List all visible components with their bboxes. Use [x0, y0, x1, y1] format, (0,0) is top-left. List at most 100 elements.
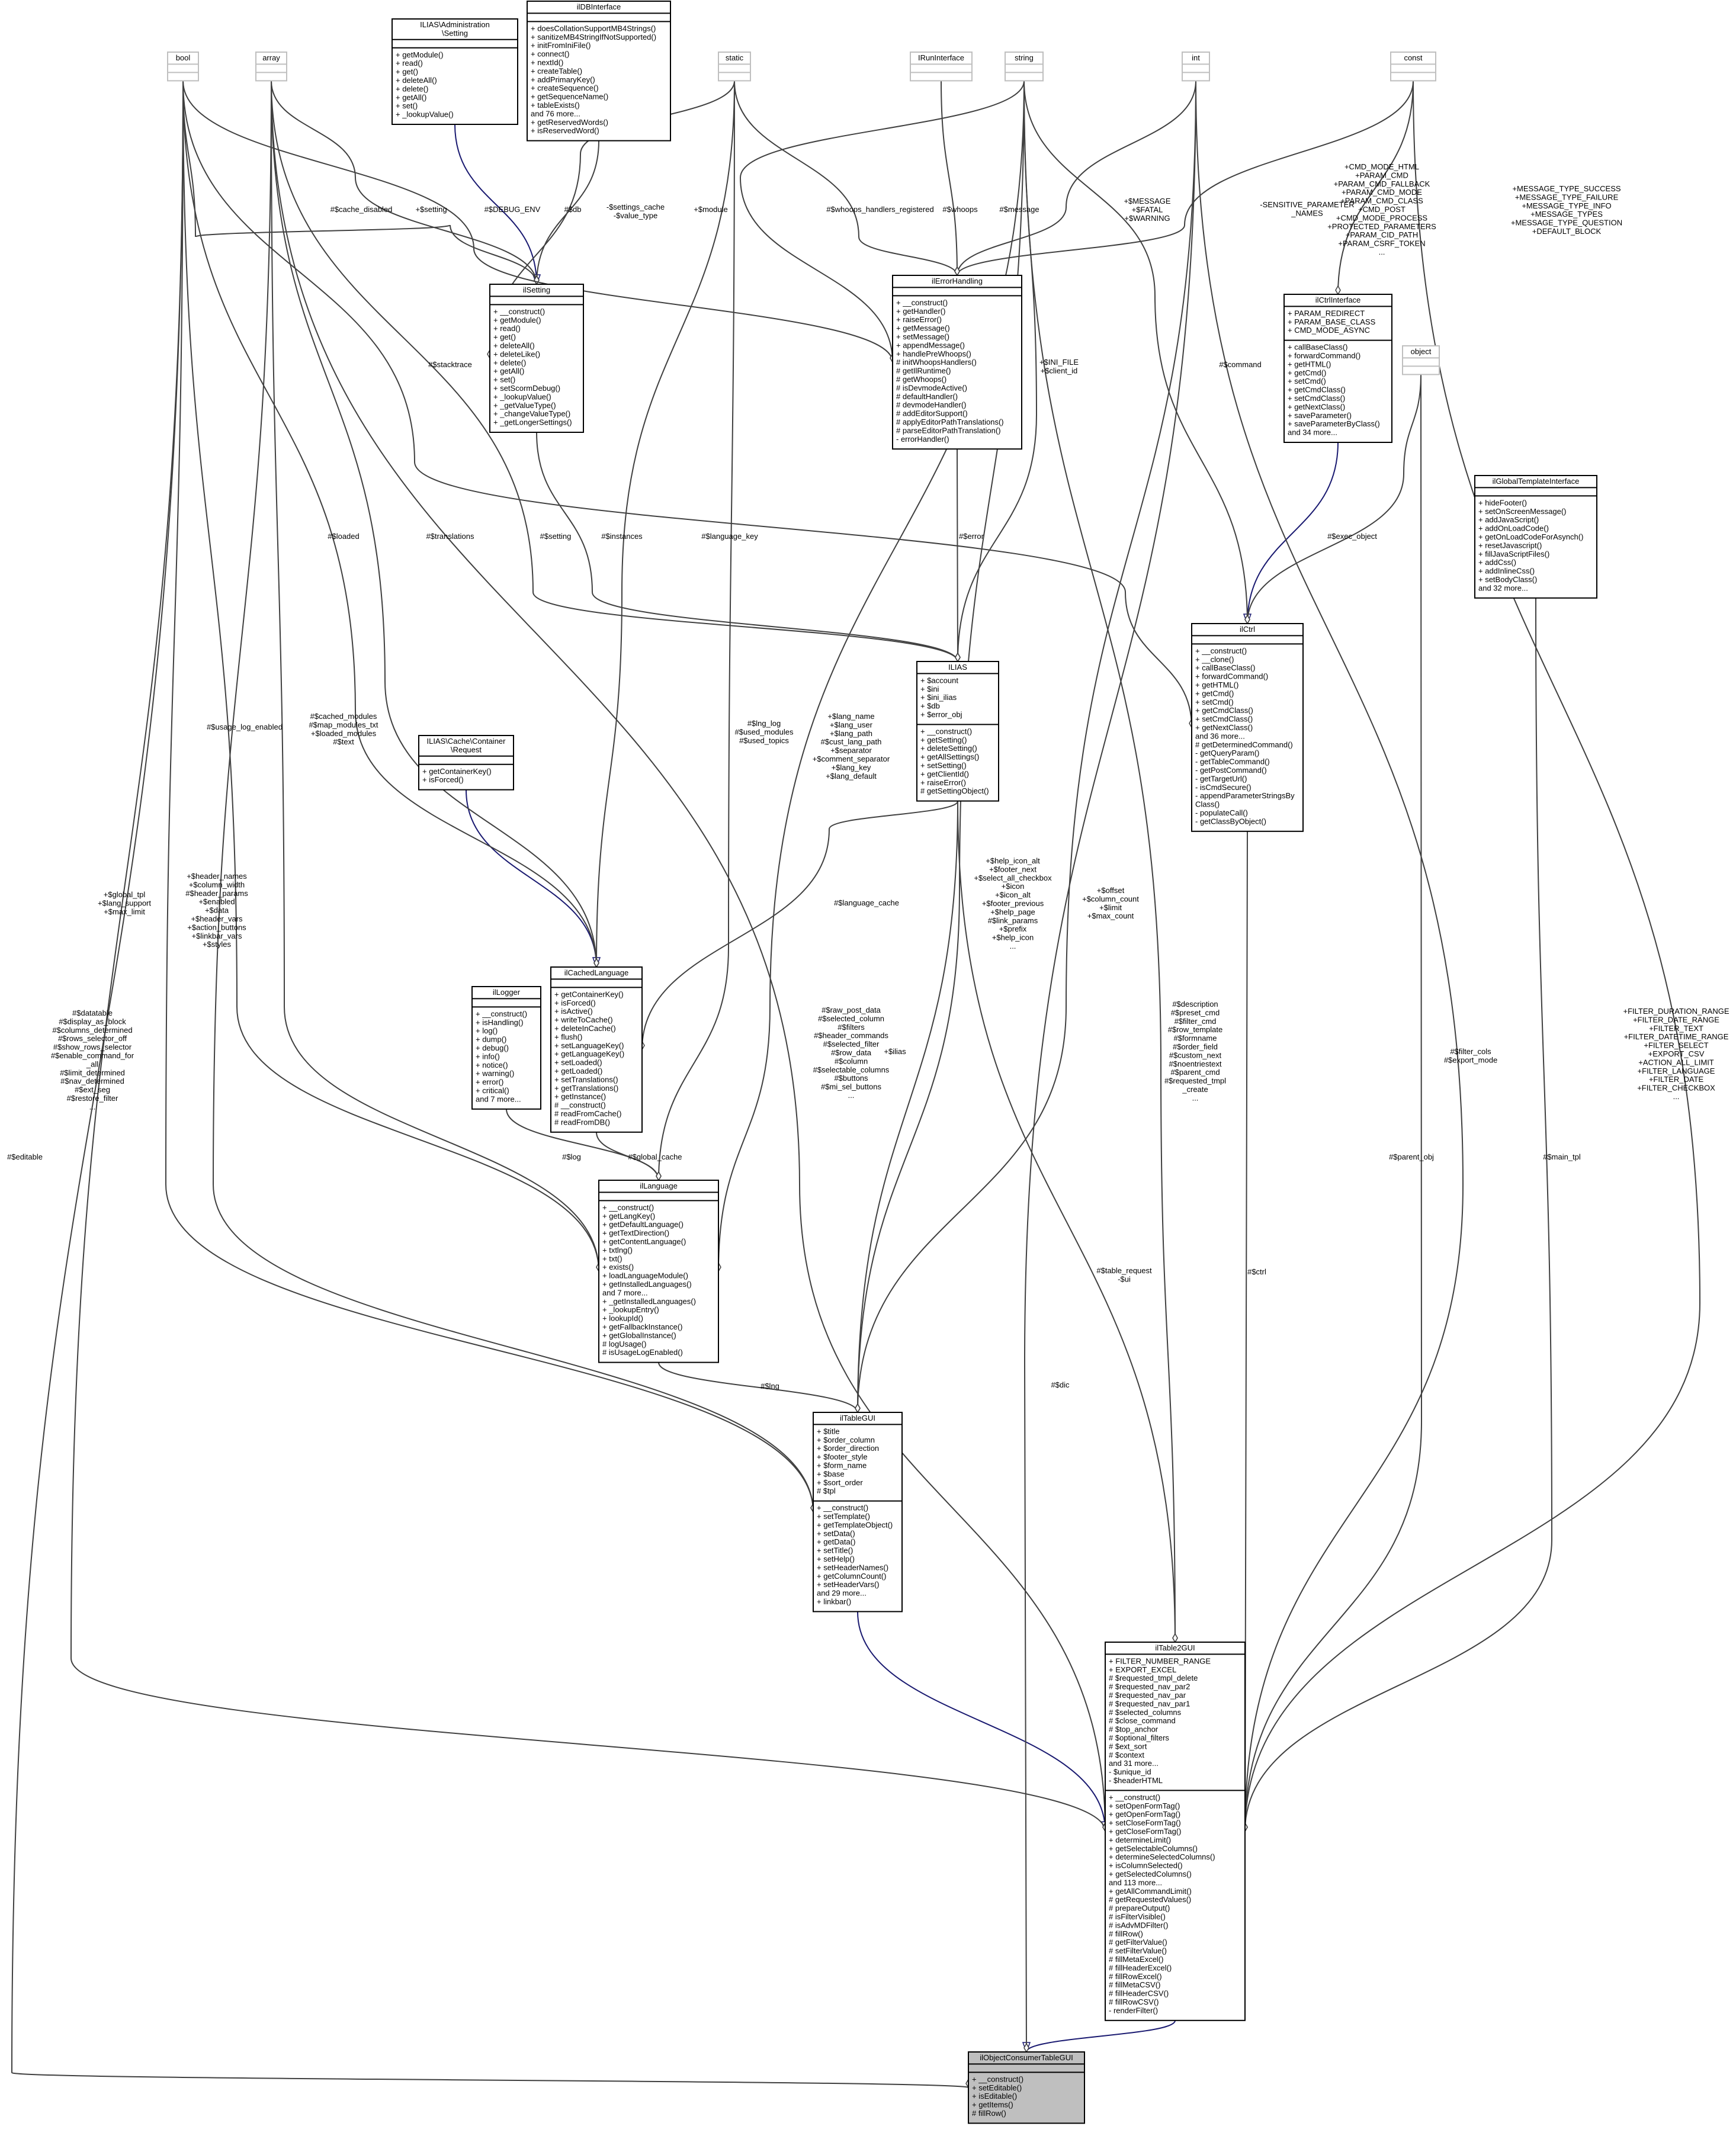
association-edge [957, 449, 958, 661]
class-method: + isHandling() [476, 1018, 524, 1027]
class-node-setting_iface[interactable]: ILIAS\Administration\Setting+ getModule(… [392, 18, 518, 125]
edge-label-line: #$raw_post_data [822, 1006, 881, 1014]
class-node-int[interactable]: int [1182, 52, 1210, 82]
class-node-bool[interactable]: bool [167, 52, 199, 82]
class-node-static[interactable]: static [718, 52, 751, 82]
class-method: + getHandler() [896, 307, 945, 316]
class-node-ildb[interactable]: ilDBInterface+ doesCollationSupportMB4St… [527, 1, 671, 142]
class-method: + setBodyClass() [1478, 575, 1537, 584]
edge-label-line: #$header_params [185, 889, 248, 898]
class-node-consumer[interactable]: ilObjectConsumerTableGUI+ __construct()+… [968, 2051, 1085, 2124]
class-node-illanguage[interactable]: ilLanguage+ __construct()+ getLangKey()+… [598, 1180, 719, 1363]
edge-label-line: +$footer_previous [982, 899, 1044, 908]
edge-label-line: #$preset_cmd [1171, 1008, 1220, 1017]
edge-label-line: +$offset [1097, 886, 1125, 895]
edge-label-line: +ACTION_ALL_LIMIT [1638, 1058, 1714, 1067]
class-method: - getClassByObject() [1195, 817, 1266, 826]
edge-label-line: +$lang_name [827, 712, 874, 721]
class-method: + addJavaScript() [1478, 515, 1539, 524]
class-node-ilerror[interactable]: ilErrorHandling+ __construct()+ getHandl… [892, 275, 1022, 450]
class-method: # applyEditorPathTranslations() [896, 417, 1004, 426]
edge-label-line: ... [1379, 248, 1385, 256]
edge-label-line: #$stacktrace [428, 360, 472, 369]
class-method: + getSelectableColumns() [1109, 1844, 1198, 1853]
edge-label-line: #$map_modules_txt [309, 720, 378, 729]
class-node-ilcachedlang[interactable]: ilCachedLanguage+ getContainerKey()+ isF… [550, 966, 643, 1133]
class-node-ilctrl[interactable]: ilCtrl+ __construct()+ __clone()+ callBa… [1191, 623, 1304, 832]
edge-label-line: #$dic [1051, 1380, 1070, 1389]
edge-label-line: -$settings_cache [607, 203, 665, 211]
edge-label-l-raw-post: #$raw_post_data#$selected_column#$filter… [813, 1006, 890, 1100]
class-attribute: and 31 more... [1109, 1759, 1159, 1768]
edge-label-line: #$global_cache [628, 1152, 682, 1161]
class-method: + callBaseClass() [1195, 663, 1256, 672]
class-attribute: + $footer_style [817, 1453, 868, 1462]
class-node-object[interactable]: object [1402, 345, 1440, 375]
class-method: - appendParameterStringsBy [1195, 791, 1295, 800]
association-edge [596, 81, 735, 967]
class-method: + __construct() [817, 1504, 868, 1512]
association-edge [1025, 81, 1196, 2052]
class-title: const [1404, 53, 1422, 62]
class-method: + __construct() [920, 727, 972, 736]
edge-label-l-help-icon: +$help_icon_alt+$footer_next+$select_all… [974, 856, 1052, 950]
class-node-iltablegui[interactable]: ilTableGUI+ $title+ $order_column+ $orde… [813, 1412, 903, 1613]
edge-label-line: #$message [999, 205, 1039, 214]
class-method: + setCloseFormTag() [1109, 1819, 1181, 1828]
edge-label-line: +FILTER_DATE [1649, 1075, 1704, 1084]
class-attribute: # $requested_nav_par2 [1109, 1682, 1190, 1691]
class-title: ilSetting [523, 285, 550, 294]
class-method: # getRequestedValues() [1109, 1895, 1191, 1904]
class-method: # fillRow() [972, 2109, 1006, 2118]
edge-label-line: +MESSAGE_TYPE_SUCCESS [1512, 184, 1621, 193]
class-node-const[interactable]: const [1390, 52, 1436, 82]
class-attribute: + $ini_ilias [920, 693, 957, 702]
class-method: + info() [476, 1052, 500, 1061]
class-box [527, 1, 671, 142]
class-node-array[interactable]: array [255, 52, 287, 82]
class-node-ilctrliface[interactable]: ilCtrlInterface+ PARAM_REDIRECT+ PARAM_B… [1283, 294, 1392, 443]
edge-label-line: +CMD_MODE_PROCESS [1336, 213, 1428, 222]
edge-label-l-global-cache: #$global_cache [628, 1152, 682, 1161]
class-node-string[interactable]: string [1005, 52, 1044, 82]
edge-label-line: +$ilias [884, 1047, 906, 1056]
edge-label-line: #$instances [601, 532, 643, 541]
edge-label-line: #$ext_seg [75, 1085, 110, 1094]
edge-label-l-dic: #$dic [1051, 1380, 1070, 1389]
edge-label-line: #$selectable_columns [813, 1065, 890, 1074]
edge-label-line: +$enabled [198, 897, 235, 906]
class-node-ilgtpl[interactable]: ilGlobalTemplateInterface+ hideFooter()+… [1474, 475, 1597, 599]
class-method: + _lookupValue() [493, 392, 551, 401]
class-attribute: - $headerHTML [1109, 1776, 1163, 1785]
association-edge [1245, 831, 1248, 1832]
class-attribute: # $context [1109, 1751, 1144, 1759]
class-node-ilsetting[interactable]: ilSetting+ __construct()+ getModule()+ r… [489, 284, 584, 433]
edge-label-l-lng: #$lng [760, 1382, 779, 1390]
edge-label-line: #$noentriestext [1169, 1059, 1222, 1068]
class-method: + getFallbackInstance() [602, 1322, 682, 1331]
edge-label-line: #$lng_log [747, 719, 781, 728]
class-method: + saveParameter() [1288, 411, 1352, 420]
class-node-request[interactable]: ILIAS\Cache\Container\Request+ getContai… [418, 735, 514, 791]
edge-label-line: +MESSAGE_TYPE_QUESTION [1511, 219, 1622, 227]
edge-label-line: #$exec_object [1327, 532, 1377, 541]
class-method: + tableExists() [531, 101, 580, 110]
edge-label-line: #$loaded [328, 532, 360, 541]
class-method: - getTargetUrl() [1195, 774, 1247, 783]
class-method: # fillMetaCSV() [1109, 1980, 1160, 1989]
association-edge [739, 81, 1025, 362]
class-node-ilias[interactable]: ILIAS+ $account+ $ini+ $ini_ilias+ $db+ … [916, 661, 999, 802]
edge-label-line: +$max_limit [104, 907, 145, 916]
class-method: + fillJavaScriptFiles() [1478, 550, 1549, 558]
class-node-irun[interactable]: IRunInterface [910, 52, 973, 82]
edge-label-line: #$selected_column [818, 1014, 884, 1023]
class-node-iltable2gui[interactable]: ilTable2GUI+ FILTER_NUMBER_RANGE+ EXPORT… [1105, 1642, 1246, 2021]
class-node-illogger[interactable]: ilLogger+ __construct()+ isHandling()+ l… [471, 986, 541, 1110]
class-title: ilDBInterface [577, 2, 621, 11]
class-method: + _getInstalledLanguages() [602, 1297, 696, 1306]
edge-label-line: +$loaded_modules [311, 729, 377, 738]
edge-label-line: +$max_count [1087, 911, 1134, 920]
class-method: + getHTML() [1195, 680, 1238, 689]
edge-label-line: #$enable_command_for [51, 1051, 134, 1060]
class-method: + getSequenceName() [531, 92, 608, 101]
